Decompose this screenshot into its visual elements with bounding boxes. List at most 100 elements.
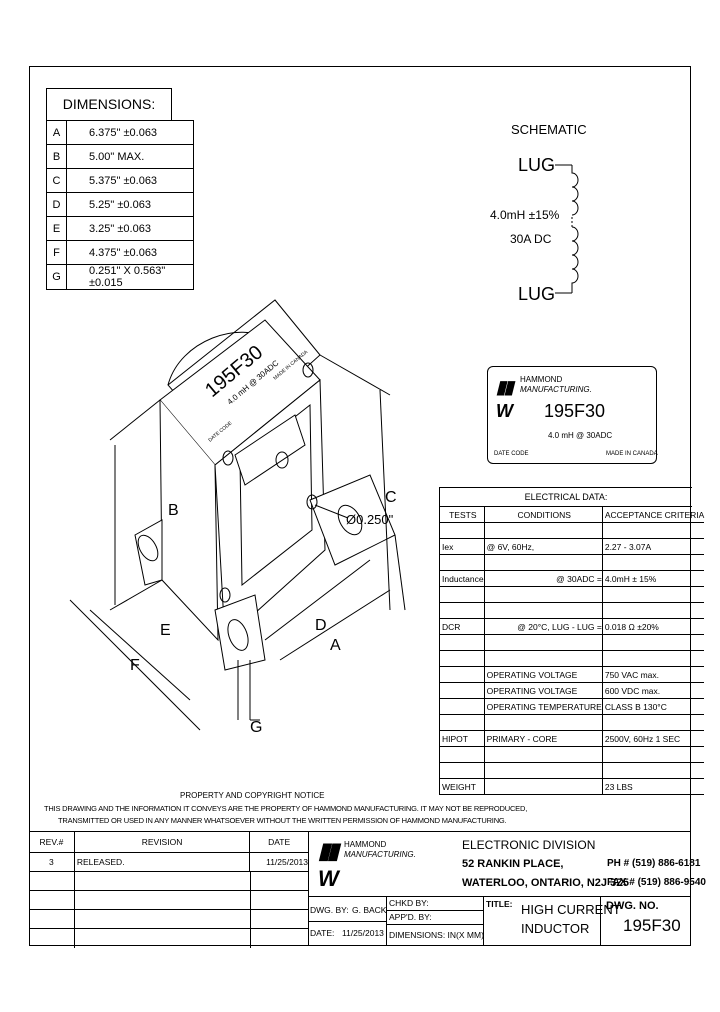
electrical-header: TESTS xyxy=(440,507,485,523)
tb-date: 11/25/2013 xyxy=(342,928,384,938)
tb-logo-icon: ▮▮ xyxy=(318,838,339,863)
tb-dwgno: 195F30 xyxy=(623,916,681,935)
electrical-row xyxy=(440,522,705,539)
notice-line-2: TRANSMITTED OR USED IN ANY MANNER WHATSO… xyxy=(58,816,507,825)
electrical-row: Inductance@ 30ADC =4.0mH ± 15% xyxy=(440,570,705,587)
tb-title-1: HIGH CURRENT xyxy=(521,902,621,917)
product-label: ▮▮ W HAMMOND MANUFACTURING. 195F30 4.0 m… xyxy=(487,366,658,464)
electrical-row xyxy=(440,554,705,571)
label-rating: 4.0 mH @ 30ADC xyxy=(548,431,613,440)
electrical-cell xyxy=(440,554,485,571)
electrical-cell xyxy=(440,698,485,715)
electrical-title: ELECTRICAL DATA: xyxy=(440,488,692,507)
schematic-title: SCHEMATIC xyxy=(511,122,587,137)
revision-row: 3 RELEASED. 11/25/2013 xyxy=(29,853,308,872)
tb-brand-2: MANUFACTURING. xyxy=(344,850,416,859)
tb-appd-label: APP'D. BY: xyxy=(387,911,483,925)
dimension-value: 0.251" X 0.563" ±0.015 xyxy=(66,264,194,290)
electrical-cell xyxy=(440,666,485,683)
hammond-w-logo-icon: W xyxy=(496,401,513,421)
electrical-cell xyxy=(440,714,485,731)
electrical-cell: 4.0mH ± 15% xyxy=(602,570,705,587)
electrical-cell: 0.018 Ω ±20% xyxy=(602,618,705,635)
electrical-cell xyxy=(602,746,705,763)
tb-dwg-by-cell: DWG. BY: G. BACK xyxy=(308,896,387,922)
dimension-key: C xyxy=(46,168,67,193)
electrical-cell: HIPOT xyxy=(440,730,485,747)
schematic-rating-1: 4.0mH ±15% xyxy=(490,208,560,222)
dimension-value: 6.375" ±0.063 xyxy=(66,120,194,145)
revision-date: 11/25/2013 xyxy=(266,857,309,867)
tb-address-2: WATERLOO, ONTARIO, N2J 3Z5 xyxy=(462,877,630,889)
electrical-cell xyxy=(484,634,603,651)
electrical-cell: DCR xyxy=(440,618,485,635)
dimension-value: 4.375" ±0.063 xyxy=(66,240,194,265)
tb-dwgno-label: DWG. NO. xyxy=(606,900,659,912)
electrical-cell xyxy=(602,714,705,731)
label-part: 195F30 xyxy=(544,401,606,421)
electrical-cell: 600 VDC max. xyxy=(602,682,705,699)
tb-dwg-by-label: DWG. BY: xyxy=(310,905,349,915)
schematic-lug-top: LUG xyxy=(518,155,556,175)
electrical-cell: @ 6V, 60Hz, xyxy=(484,538,603,555)
schematic-rating-2: 30A DC xyxy=(510,232,552,246)
dim-label-g: G xyxy=(250,719,262,736)
dimension-value: 5.00" MAX. xyxy=(66,144,194,169)
rev-header-revision: REVISION xyxy=(75,832,251,852)
electrical-cell: PRIMARY - CORE xyxy=(484,730,603,747)
dim-label-f: F xyxy=(130,657,140,674)
electrical-cell: Inductance xyxy=(440,570,485,587)
dim-label-a: A xyxy=(330,637,341,654)
electrical-cell xyxy=(484,522,603,539)
dimension-value: 5.375" ±0.063 xyxy=(66,168,194,193)
electrical-row xyxy=(440,602,705,619)
electrical-cell xyxy=(602,762,705,779)
dim-label-b: B xyxy=(168,502,179,519)
tb-division: ELECTRONIC DIVISION xyxy=(462,838,596,852)
revision-text: RELEASED. xyxy=(75,853,251,871)
electrical-row: DCR@ 20°C, LUG - LUG =0.018 Ω ±20% xyxy=(440,618,705,635)
electrical-cell xyxy=(484,714,603,731)
electrical-header: CONDITIONS xyxy=(484,507,603,523)
tb-fax: FAX # (519) 886-9540 xyxy=(607,877,706,888)
electrical-cell: OPERATING TEMPERATURE xyxy=(484,698,603,715)
dimension-key: B xyxy=(46,144,67,169)
electrical-cell xyxy=(440,586,485,603)
electrical-cell xyxy=(602,586,705,603)
dimension-key: A xyxy=(46,120,67,145)
electrical-cell xyxy=(484,778,603,795)
electrical-cell xyxy=(440,634,485,651)
electrical-cell xyxy=(440,522,485,539)
label-date-code: DATE CODE xyxy=(494,451,529,457)
electrical-cell xyxy=(440,682,485,699)
electrical-cell: WEIGHT xyxy=(440,778,485,795)
electrical-row xyxy=(440,714,705,731)
dimension-value: 5.25" ±0.063 xyxy=(66,192,194,217)
tb-title-2: INDUCTOR xyxy=(521,921,590,936)
hammond-logo-icon: ▮▮ xyxy=(496,377,514,397)
dim-label-hole: Ø0.250" xyxy=(346,512,394,527)
inductor-drawing: 195F30 4.0 mH @ 30ADC MADE IN CANADA DAT… xyxy=(69,299,406,736)
electrical-cell xyxy=(602,522,705,539)
tb-date-cell: DATE: 11/25/2013 xyxy=(308,922,387,946)
electrical-row xyxy=(440,586,705,603)
dim-label-d: D xyxy=(315,617,327,634)
coil-symbol xyxy=(555,164,579,294)
schematic-lug-bottom: LUG xyxy=(518,284,556,304)
label-brand-1: HAMMOND xyxy=(520,375,563,384)
electrical-cell: OPERATING VOLTAGE xyxy=(484,666,603,683)
label-brand-2: MANUFACTURING. xyxy=(520,385,592,394)
electrical-cell xyxy=(440,650,485,667)
electrical-cell xyxy=(484,586,603,603)
rev-header-rev: REV.# xyxy=(29,832,75,852)
